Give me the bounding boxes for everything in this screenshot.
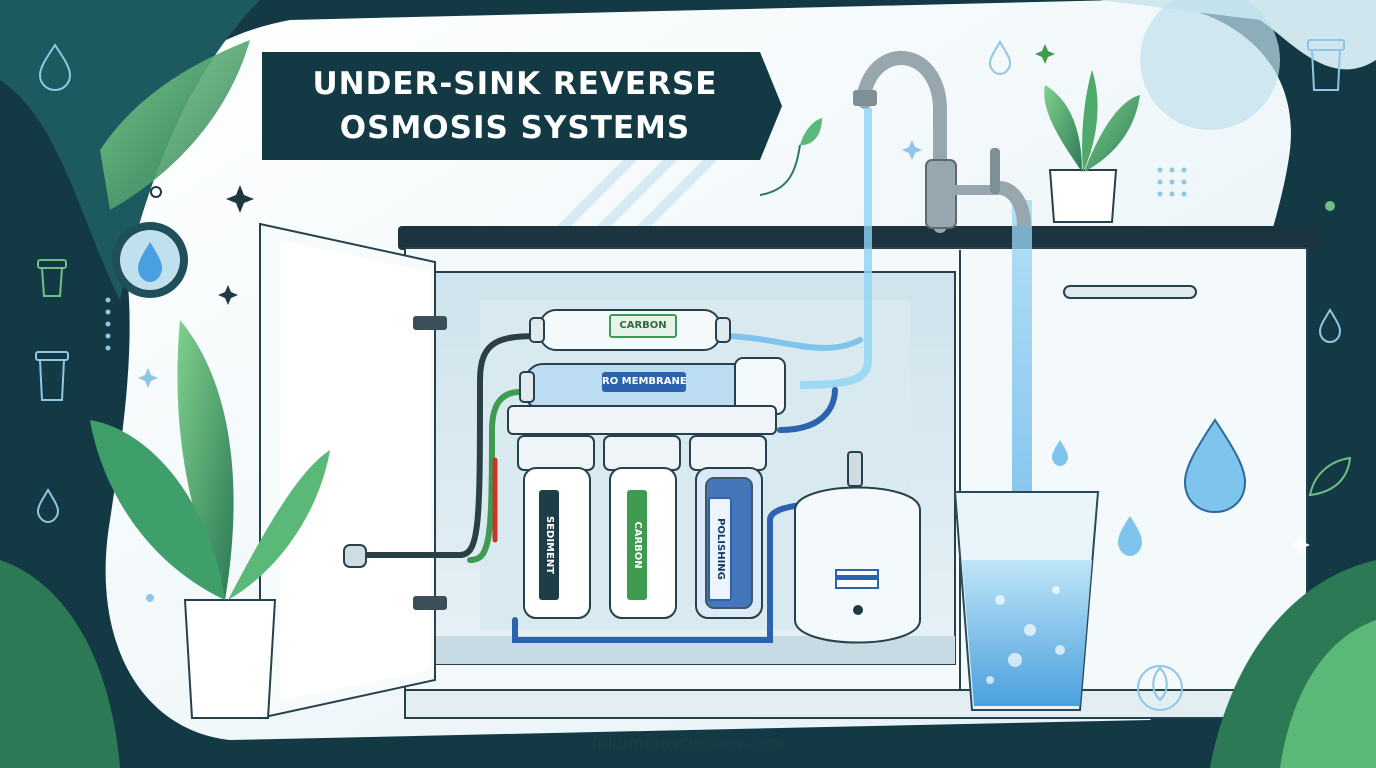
title-line-2: OSMOSIS SYSTEMS [339,110,691,146]
polishing-filter-label: POLISHING [708,497,732,601]
sediment-filter-label: SEDIMENT [539,490,559,600]
carbon-filter-label: CARBON [627,490,647,600]
page-title: UNDER-SINK REVERSE OSMOSIS SYSTEMS [295,62,735,150]
website-url: foliumbiosciences.com [591,734,785,754]
carbon-housing-label: CARBON [609,314,677,338]
title-line-1: UNDER-SINK REVERSE [312,66,718,102]
ro-membrane-label: RO MEMBRANE [602,372,687,392]
